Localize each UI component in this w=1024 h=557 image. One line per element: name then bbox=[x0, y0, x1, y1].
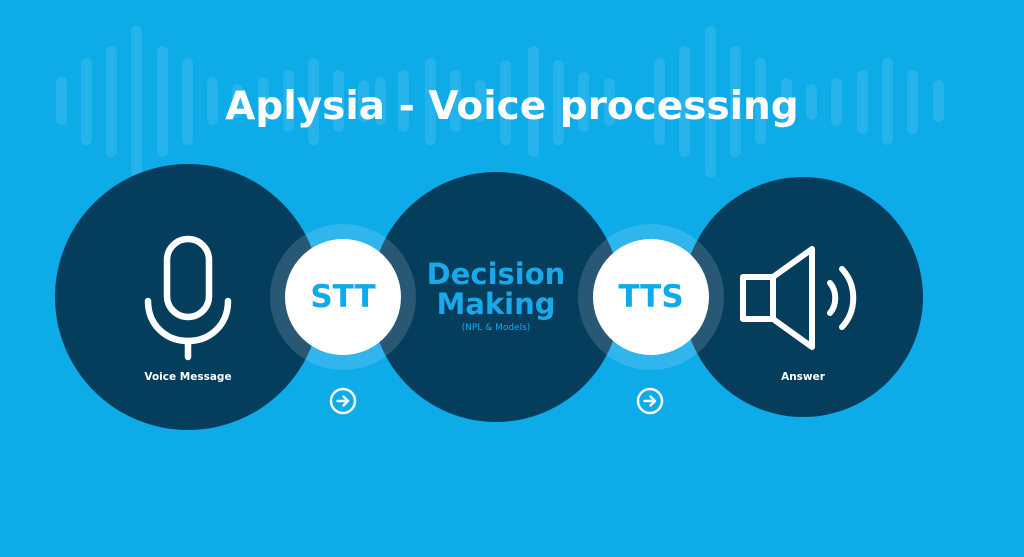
waveform-bar bbox=[933, 80, 944, 122]
answer-label: Answer bbox=[781, 371, 825, 383]
stt-node: STT bbox=[285, 239, 401, 355]
waveform-bar bbox=[553, 60, 564, 145]
waveform-bar bbox=[654, 58, 665, 145]
waveform-bar bbox=[157, 46, 168, 157]
waveform-bar bbox=[207, 77, 218, 125]
waveform-bar bbox=[283, 70, 294, 132]
waveform-bar bbox=[755, 58, 766, 145]
waveform-bar bbox=[358, 80, 369, 122]
tts-label: TTS bbox=[618, 279, 684, 315]
waveform-bar bbox=[730, 46, 741, 157]
waveform-bar bbox=[907, 70, 918, 134]
speaker-icon bbox=[740, 246, 857, 350]
waveform-bar bbox=[500, 60, 511, 145]
waveform-bar bbox=[806, 84, 817, 120]
waveform-bar bbox=[375, 77, 386, 125]
waveform-bar bbox=[831, 78, 842, 126]
waveform-bar bbox=[882, 58, 893, 145]
decision-making-sublabel: (NPL & Models) bbox=[461, 323, 531, 333]
waveform-bar bbox=[528, 46, 539, 157]
waveform-bar bbox=[131, 26, 142, 178]
waveform-bar bbox=[450, 70, 461, 132]
waveform-bar bbox=[578, 72, 589, 132]
waveform-bar bbox=[81, 58, 92, 145]
waveform-bar bbox=[106, 46, 117, 157]
microphone-icon bbox=[144, 235, 232, 361]
waveform-bar bbox=[182, 58, 193, 145]
waveform-bar bbox=[705, 26, 716, 178]
tts-node: TTS bbox=[593, 239, 709, 355]
decision-line: Decision bbox=[426, 257, 566, 291]
waveform-bar bbox=[232, 84, 243, 118]
arrow-right-circle-icon bbox=[329, 387, 357, 415]
stt-label: STT bbox=[310, 279, 376, 315]
decision-making-title: Decision Making bbox=[411, 260, 581, 319]
arrow-right-circle-icon bbox=[636, 387, 664, 415]
waveform-bar bbox=[679, 46, 690, 157]
voice-message-circle bbox=[55, 164, 321, 430]
answer-circle bbox=[683, 177, 923, 417]
page-title: Aplysia - Voice processing bbox=[225, 84, 799, 129]
waveform-bar bbox=[258, 77, 269, 125]
waveform-bar bbox=[475, 80, 486, 122]
waveform-bar bbox=[425, 58, 436, 145]
waveform-bar bbox=[398, 70, 409, 132]
waveform-bar bbox=[308, 58, 319, 145]
waveform-bar bbox=[781, 78, 792, 126]
making-line: Making bbox=[436, 287, 556, 321]
waveform-bar bbox=[56, 77, 67, 125]
waveform-bar bbox=[857, 70, 868, 134]
waveform-bar bbox=[333, 70, 344, 132]
decision-making-circle bbox=[371, 172, 621, 422]
waveform-bar bbox=[604, 78, 615, 126]
voice-message-label: Voice Message bbox=[144, 371, 232, 383]
